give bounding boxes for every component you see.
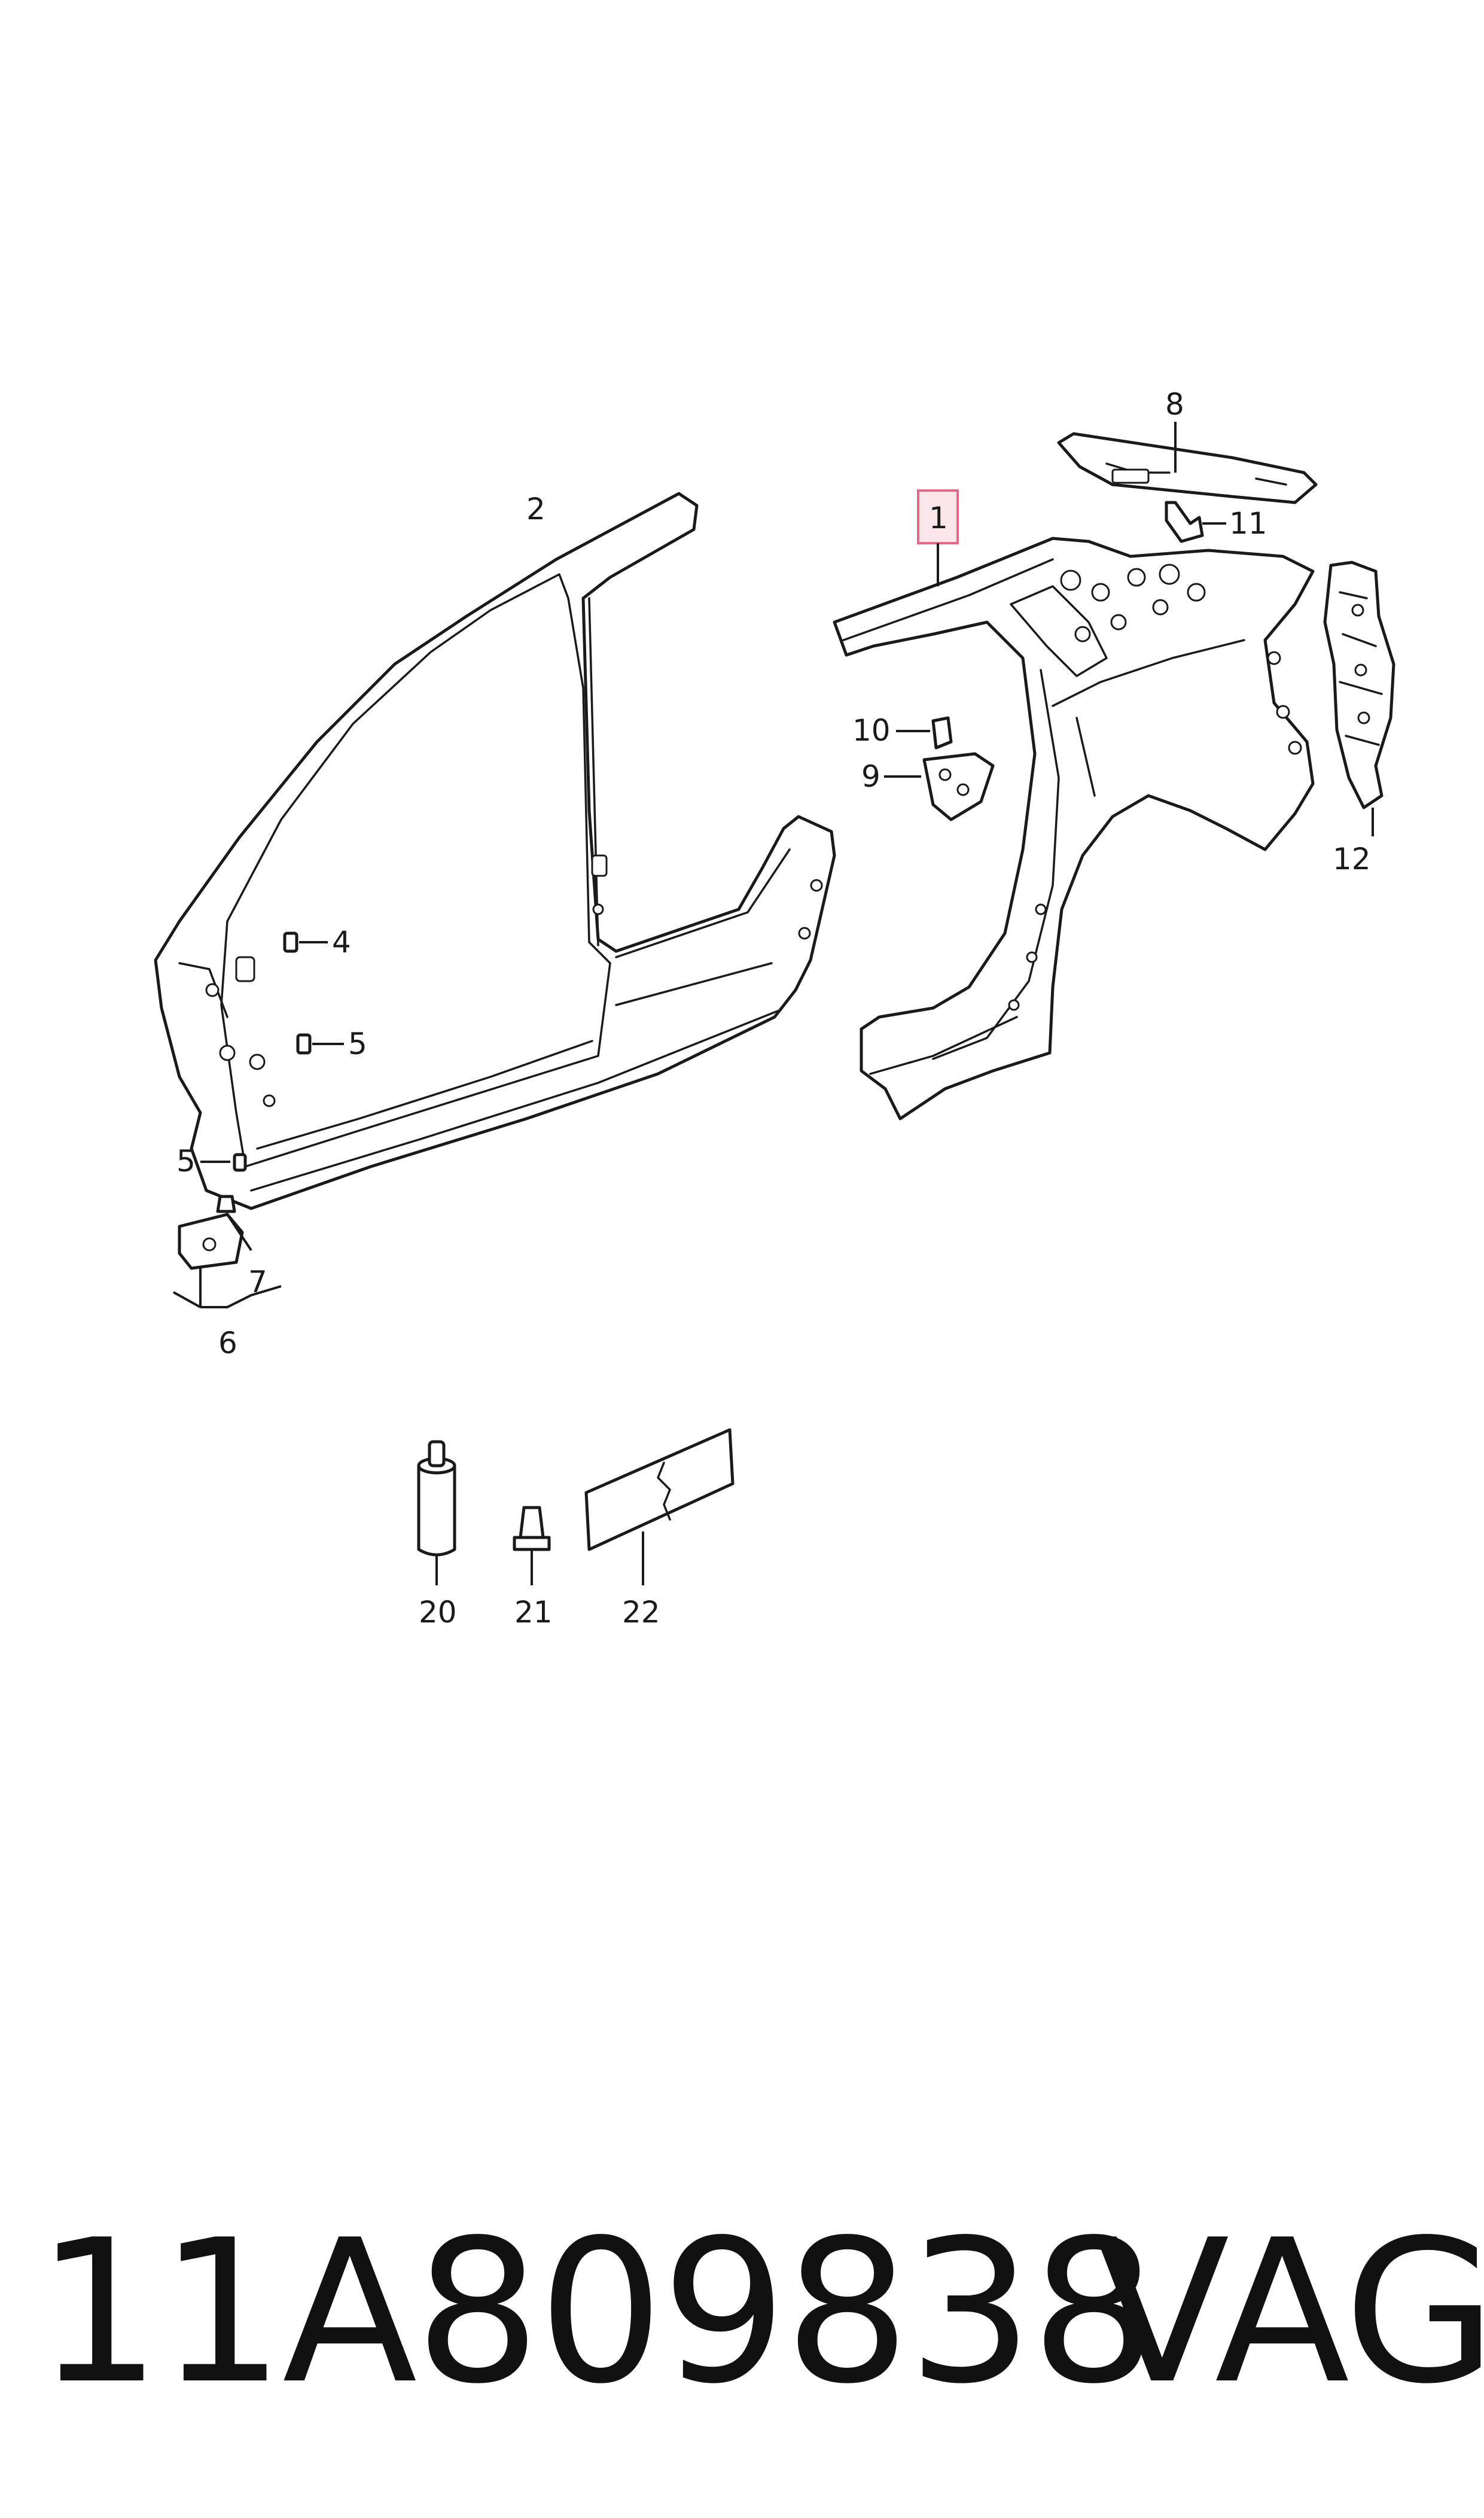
part-1-callout [917, 489, 959, 586]
adhesive-sheet-part-22 [584, 1428, 735, 1585]
callout-2: 2 [526, 492, 546, 526]
part-number: 11A809838 [36, 2197, 1156, 2427]
callout-6: 6 [218, 1326, 237, 1360]
front-side-panel-part [154, 492, 836, 1210]
screw-part-7 [216, 1195, 252, 1252]
callout-5-lower: 5 [176, 1144, 196, 1179]
callout-4: 4 [332, 925, 351, 960]
callout-21: 21 [514, 1595, 553, 1630]
clip-part-5-upper [296, 1033, 344, 1055]
bracket-part-11 [1165, 501, 1226, 543]
clip-part-4 [283, 931, 328, 953]
clip-part-21 [513, 1506, 551, 1585]
callout-20: 20 [419, 1595, 457, 1630]
callout-7: 7 [248, 1265, 267, 1299]
callout-9: 9 [861, 759, 880, 794]
callout-11: 11 [1229, 506, 1267, 541]
reinforcement-part-12 [1323, 561, 1395, 836]
rear-side-panel-part [833, 537, 1315, 1121]
callout-10: 10 [852, 713, 891, 748]
callout-8: 8 [1165, 387, 1184, 422]
callout-1: 1 [929, 501, 948, 535]
callout-5-upper: 5 [348, 1027, 367, 1061]
callout-22: 22 [622, 1595, 660, 1630]
sealant-cartridge-part-20 [417, 1440, 456, 1585]
callout-12: 12 [1333, 842, 1371, 876]
brand-name: VAG [1095, 2197, 1484, 2427]
upper-rail-part-8 [1057, 422, 1318, 504]
clip-part-5-lower [200, 1153, 247, 1172]
bracket-part-9 [884, 752, 995, 821]
clip-part-10 [896, 716, 953, 750]
